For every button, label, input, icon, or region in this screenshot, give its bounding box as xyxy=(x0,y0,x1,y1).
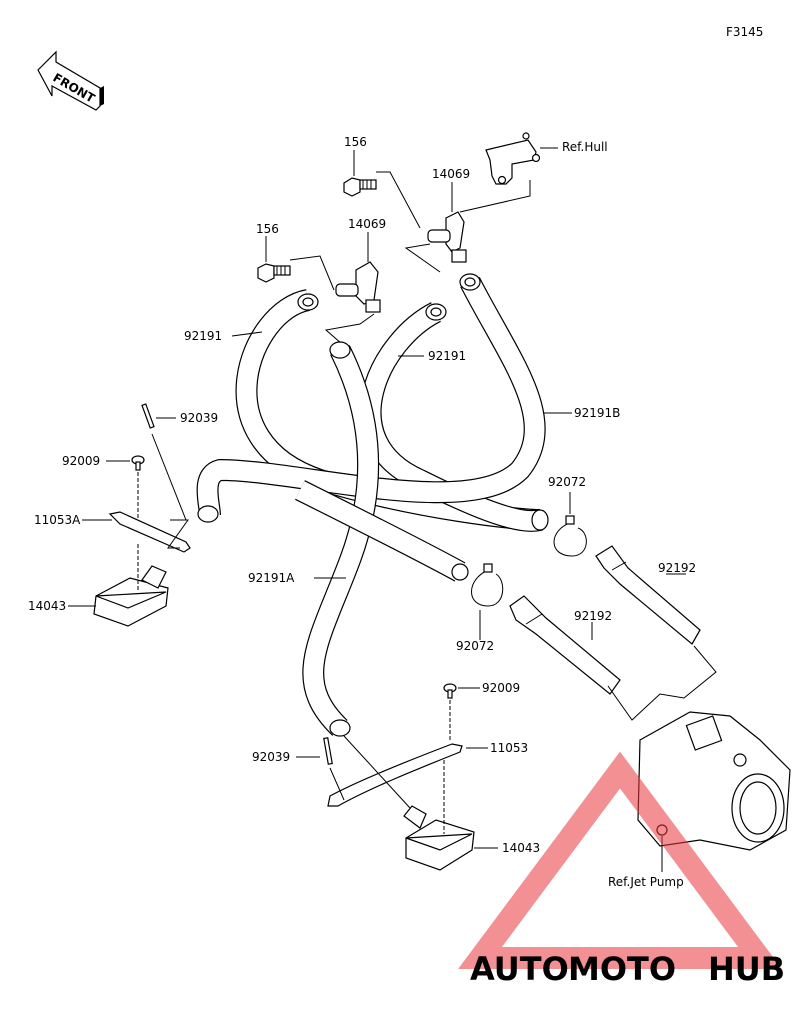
callout-11053A: 11053A xyxy=(34,513,81,527)
callout-92039-left: 92039 xyxy=(180,411,218,425)
hose-upper-right-end xyxy=(531,509,549,531)
hose-92191-mid xyxy=(359,302,543,532)
callout-92009-left: 92009 xyxy=(62,454,100,468)
filter-left xyxy=(68,544,169,627)
callout-156-mid: 156 xyxy=(256,222,279,236)
rivet-left xyxy=(141,403,176,429)
screw-right xyxy=(443,683,480,740)
hull-bracket xyxy=(485,132,558,185)
pipe-92192-right xyxy=(595,545,701,645)
callout-92072-upper: 92072 xyxy=(548,475,586,489)
callout-14069-top: 14069 xyxy=(432,167,470,181)
pipe-92192-left xyxy=(509,595,621,695)
watermark-moto: MOTO xyxy=(568,950,676,988)
callout-92191A: 92191A xyxy=(248,571,295,585)
figure-code: F3145 xyxy=(726,25,763,39)
callout-14043-right: 14043 xyxy=(502,841,540,855)
front-arrow-icon: FRONT xyxy=(37,50,104,111)
bolt-mid xyxy=(257,236,291,283)
callout-92039-right: 92039 xyxy=(252,750,290,764)
jet-pump xyxy=(637,711,791,872)
callout-92191B: 92191B xyxy=(574,406,620,420)
hose-lower-straight xyxy=(295,480,469,582)
watermark-text: AUTO MOTO HUB xyxy=(470,950,785,988)
callout-92191-left: 92191 xyxy=(184,329,222,343)
filter-right xyxy=(403,760,498,871)
clamp-upper xyxy=(553,492,587,557)
hose-92191B xyxy=(196,273,546,523)
callout-14043-left: 14043 xyxy=(28,599,66,613)
clip-mid xyxy=(335,232,381,313)
callout-11053: 11053 xyxy=(490,741,528,755)
ref-jet-pump-label: Ref.Jet Pump xyxy=(608,875,684,889)
watermark-hub: HUB xyxy=(708,950,785,988)
callout-92192-right: 92192 xyxy=(658,561,696,575)
clamp-lower xyxy=(471,563,504,640)
bracket-left xyxy=(82,511,191,553)
watermark-logo xyxy=(458,751,782,969)
callout-14069-mid: 14069 xyxy=(348,217,386,231)
bolt-top xyxy=(343,150,377,197)
callout-92191-mid: 92191 xyxy=(428,349,466,363)
callout-156-top: 156 xyxy=(344,135,367,149)
ref-hull-label: Ref.Hull xyxy=(562,140,608,154)
screw-left xyxy=(106,455,145,520)
rivet-right xyxy=(296,737,345,801)
callout-92192-left: 92192 xyxy=(574,609,612,623)
callout-92009-right: 92009 xyxy=(482,681,520,695)
watermark-auto: AUTO xyxy=(470,950,569,988)
clip-top xyxy=(427,182,467,263)
callout-92072-lower: 92072 xyxy=(456,639,494,653)
bracket-right xyxy=(327,743,488,807)
hose-92191A xyxy=(302,341,380,737)
